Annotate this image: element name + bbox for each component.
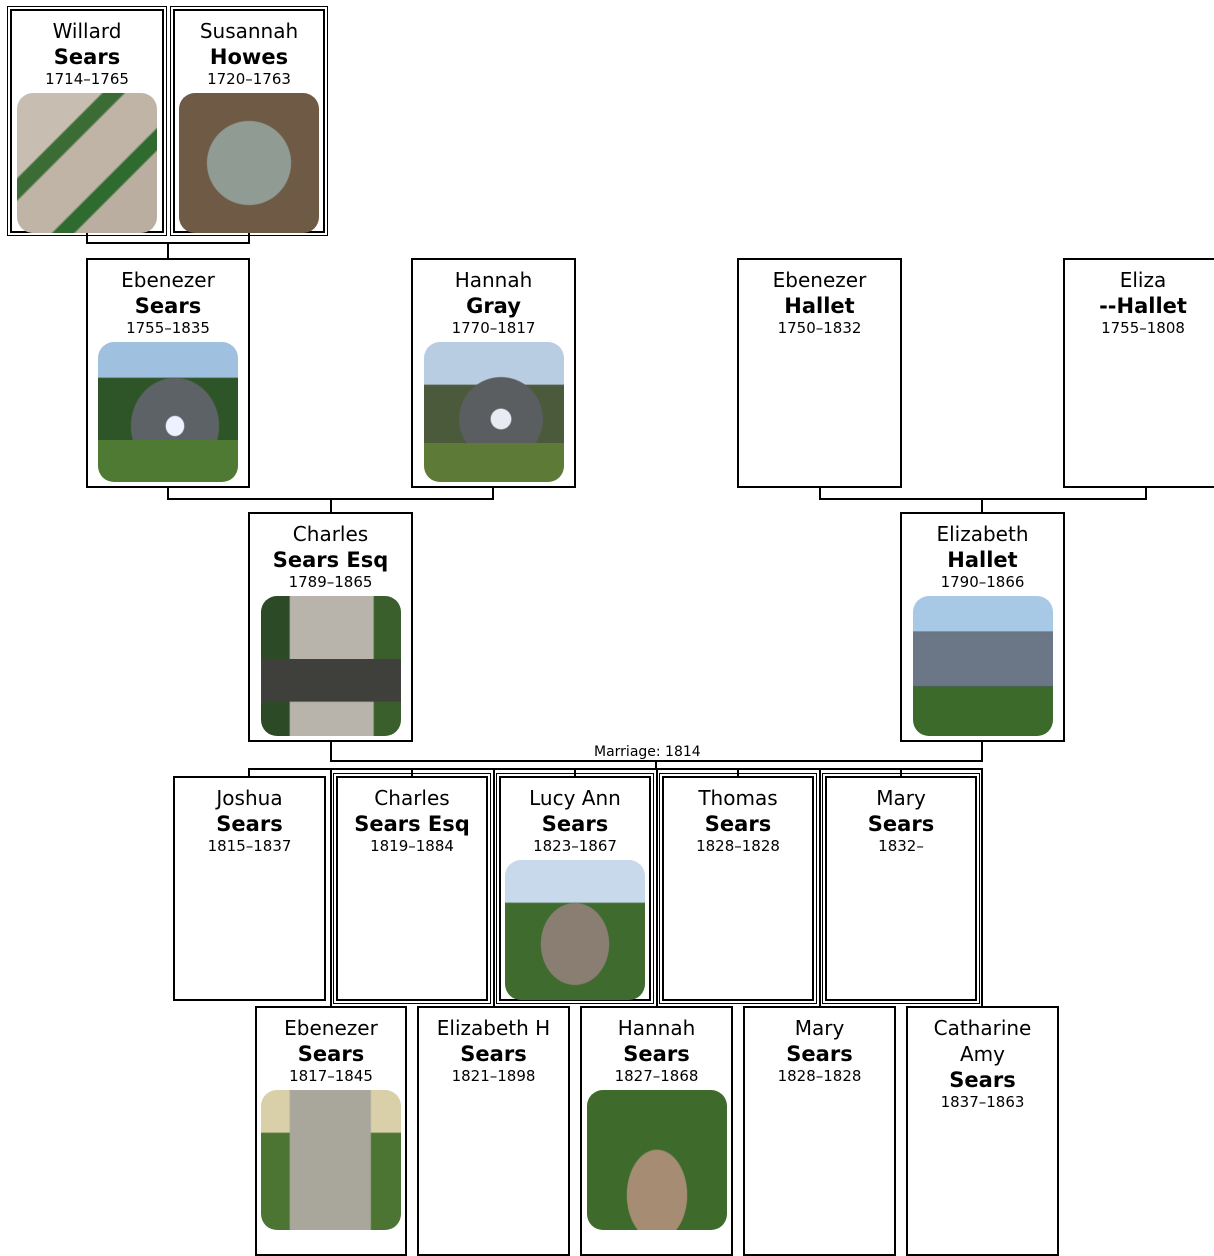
grave-photo[interactable]: [505, 860, 645, 1000]
person-first-name: Elizabeth H: [436, 1016, 551, 1040]
person-dates: 1828–1828: [696, 837, 780, 855]
person-first-name: Charles: [374, 786, 450, 810]
person-first-name: Eliza: [1119, 268, 1167, 292]
person-last-name: Sears Esq: [354, 812, 470, 836]
person-dates: 1832–: [878, 837, 924, 855]
person-last-name: Sears: [297, 1042, 365, 1066]
person-last-name: Sears: [460, 1042, 527, 1066]
person-last-name: Hallet: [784, 294, 855, 318]
person-dates: 1790–1866: [940, 573, 1025, 591]
person-last-name: --Hallet: [1099, 294, 1187, 318]
person-dates: 1819–1884: [370, 837, 454, 855]
person-first-name: Willard: [52, 19, 122, 43]
person-first-name: Mary: [794, 1016, 845, 1040]
person-last-name: Sears: [704, 812, 772, 836]
person-dates: 1789–1865: [288, 573, 373, 591]
person-dates: 1755–1808: [1101, 319, 1185, 337]
person-dates: 1755–1835: [126, 319, 210, 337]
person-first-name: Hannah: [617, 1016, 696, 1040]
person-first-name: Susannah: [199, 19, 299, 43]
grave-photo[interactable]: [423, 342, 564, 482]
person-last-name: Sears: [541, 812, 609, 836]
person-first-name: Hannah: [454, 268, 533, 292]
person-first-name: Elizabeth: [936, 522, 1029, 546]
person-first-name: Joshua: [216, 786, 283, 810]
person-first-name: Mary: [876, 786, 926, 810]
person-first-name: Charles: [292, 522, 369, 546]
person-last-name: Sears Esq: [272, 548, 389, 572]
marriage-label: Marriage: 1814: [592, 744, 703, 760]
person-dates: 1828–1828: [777, 1067, 862, 1085]
person-last-name: Hallet: [947, 548, 1018, 572]
person-dates: 1837–1863: [940, 1093, 1025, 1111]
grave-photo[interactable]: [260, 596, 401, 736]
grave-photo[interactable]: [179, 93, 319, 233]
grave-photo[interactable]: [98, 342, 238, 482]
person-dates: 1823–1867: [533, 837, 617, 855]
person-first-name: Catharine Amy: [933, 1016, 1032, 1066]
person-last-name: Sears: [216, 812, 283, 836]
person-first-name: Ebenezer: [121, 268, 215, 292]
person-dates: 1827–1868: [614, 1067, 699, 1085]
person-last-name: Sears: [134, 294, 202, 318]
person-dates: 1821–1898: [451, 1067, 536, 1085]
grave-photo[interactable]: [912, 596, 1053, 736]
person-dates: 1817–1845: [289, 1067, 373, 1085]
person-dates: 1720–1763: [207, 70, 291, 88]
grave-photo[interactable]: [586, 1090, 727, 1230]
grave-photo[interactable]: [261, 1090, 401, 1230]
person-first-name: Ebenezer: [772, 268, 867, 292]
person-dates: 1714–1765: [45, 70, 129, 88]
person-last-name: Sears: [867, 812, 935, 836]
person-dates: 1815–1837: [207, 837, 292, 855]
person-last-name: Sears: [53, 45, 121, 69]
person-last-name: Gray: [466, 294, 521, 318]
person-last-name: Howes: [209, 45, 289, 69]
person-first-name: Lucy Ann: [529, 786, 621, 810]
person-first-name: Thomas: [698, 786, 778, 810]
grave-photo[interactable]: [17, 93, 157, 233]
person-first-name: Ebenezer: [284, 1016, 378, 1040]
person-last-name: Sears: [786, 1042, 853, 1066]
person-dates: 1770–1817: [451, 319, 536, 337]
person-dates: 1750–1832: [777, 319, 862, 337]
person-last-name: Sears: [949, 1068, 1016, 1092]
person-last-name: Sears: [623, 1042, 690, 1066]
